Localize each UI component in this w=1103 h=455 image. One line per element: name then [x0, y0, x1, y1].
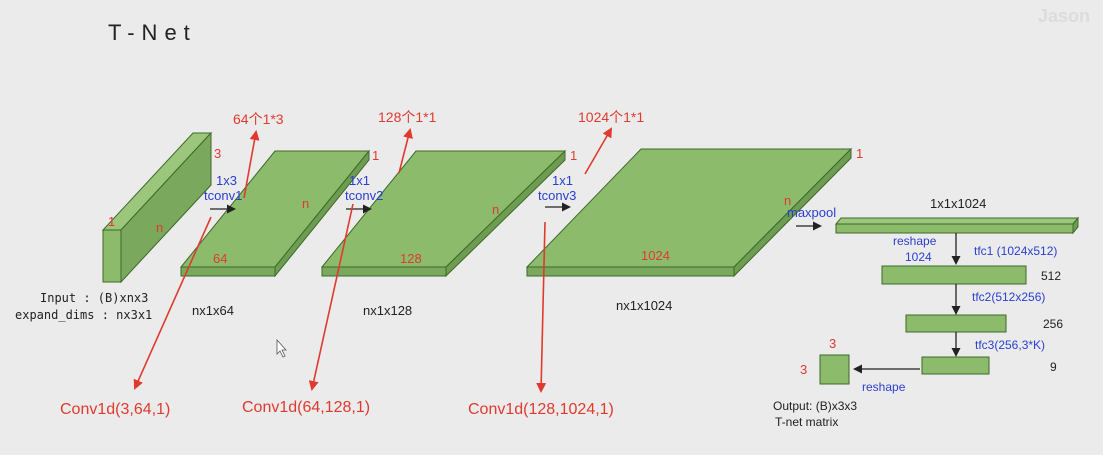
conv1-dim-label: 1 [372, 148, 379, 163]
conv1-op-label: tconv1 [204, 188, 242, 203]
conv-block-1 [179, 149, 371, 278]
conv3-annotation: 1024个1*1 [578, 109, 644, 125]
tfc2-label: tfc2(512x256) [972, 290, 1045, 304]
conv3-op-label: tconv3 [538, 188, 576, 203]
input-dim-n: n [156, 220, 163, 235]
input-dim-top: 3 [214, 146, 221, 161]
output-reshape-label: reshape [862, 380, 906, 394]
maxpool-n-label: n [784, 193, 791, 208]
conv1-shape: nx1x64 [192, 303, 234, 318]
conv-block-2 [320, 149, 567, 278]
conv-block-3 [525, 147, 853, 278]
input-expand-label: expand_dims : nx3x1 [15, 308, 152, 322]
conv3-op-name: Conv1d(128,1024,1) [468, 401, 614, 418]
conv2-n-label: n [492, 202, 499, 217]
fc3-out: 9 [1050, 360, 1057, 374]
cursor-icon [276, 338, 287, 358]
annotation-arrow-3 [584, 127, 613, 175]
input-label: Input : (B)xnx3 [40, 291, 148, 305]
reshape-label: reshape [893, 234, 937, 248]
reshape-value: 1024 [905, 250, 932, 264]
conv2-op-label: tconv2 [345, 188, 383, 203]
output-matrix-label: T-net matrix [775, 415, 838, 429]
fc1-out: 512 [1041, 269, 1061, 283]
fc2-block [905, 314, 1007, 333]
annotation-arrow-1 [243, 130, 260, 199]
maxpool-bar [834, 216, 1080, 235]
op-arrow-3 [536, 221, 547, 393]
conv1-annotation: 64个1*3 [233, 111, 284, 127]
conv1-side-label: 64 [213, 251, 227, 266]
conv2-dim-label: 1 [570, 148, 577, 163]
conv1-kernel-label: 1x3 [216, 173, 237, 188]
conv3-kernel-label: 1x1 [552, 173, 573, 188]
watermark: Jason [1038, 6, 1091, 26]
tfc1-label: tfc1 (1024x512) [974, 244, 1057, 258]
conv1-n-label: n [302, 196, 309, 211]
conv3-dim-label: 1 [856, 146, 863, 161]
tfc3-label: tfc3(256,3*K) [975, 338, 1045, 352]
conv2-op-name: Conv1d(64,128,1) [242, 399, 370, 416]
output-dim-top: 3 [829, 336, 836, 351]
conv2-shape: nx1x128 [363, 303, 412, 318]
conv2-annotation: 128个1*1 [378, 109, 437, 125]
op-arrow-2 [308, 203, 354, 391]
fc1-block [881, 265, 1027, 285]
maxpool-shape: 1x1x1024 [930, 196, 986, 211]
output-dim-left: 3 [800, 362, 807, 377]
input-block [101, 131, 213, 284]
input-dim-left: 1 [108, 214, 115, 229]
conv3-side-label: 1024 [641, 248, 670, 263]
conv2-kernel-label: 1x1 [349, 173, 370, 188]
output-block [819, 354, 850, 385]
fc2-out: 256 [1043, 317, 1063, 331]
output-label: Output: (B)x3x3 [773, 399, 857, 413]
conv3-shape: nx1x1024 [616, 298, 672, 313]
maxpool-label: maxpool [787, 205, 836, 220]
op-arrow-1 [133, 216, 212, 390]
annotation-arrow-2 [398, 128, 413, 174]
fc3-block [921, 356, 990, 375]
page-title: T-Net [108, 20, 197, 45]
conv2-side-label: 128 [400, 251, 422, 266]
conv1-op-name: Conv1d(3,64,1) [60, 401, 170, 418]
